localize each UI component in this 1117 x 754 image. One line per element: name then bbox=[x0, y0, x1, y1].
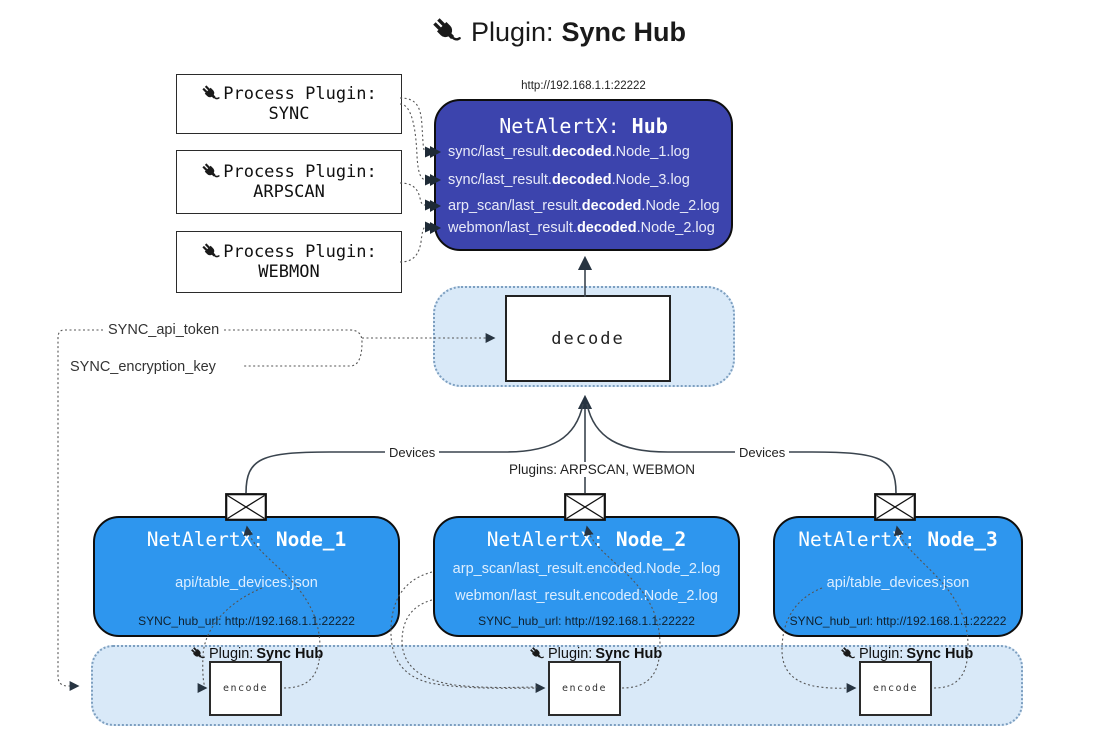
node-files: arp_scan/last_result.encoded.Node_2.log … bbox=[435, 551, 738, 614]
process-plugin-line: Process Plugin: bbox=[201, 84, 377, 104]
hub-url-label: http://192.168.1.1:22222 bbox=[521, 80, 646, 92]
node-file: webmon/last_result.encoded.Node_2.log bbox=[455, 588, 718, 604]
envelope-icon bbox=[564, 493, 606, 521]
arrow-icon bbox=[430, 146, 441, 158]
node-files: api/table_devices.json bbox=[95, 551, 398, 614]
node-file: arp_scan/last_result.encoded.Node_2.log bbox=[452, 561, 721, 577]
plug-icon bbox=[430, 16, 463, 48]
plug-icon bbox=[529, 646, 545, 662]
node-hub-url: SYNC_hub_url: http://192.168.1.1:22222 bbox=[138, 614, 355, 628]
plug-icon bbox=[201, 162, 221, 182]
envelope-icon bbox=[225, 493, 267, 521]
encode-box-3: encode bbox=[859, 661, 932, 716]
node-file: api/table_devices.json bbox=[175, 574, 318, 591]
node-title: NetAlertX: Node_1 bbox=[146, 528, 347, 551]
arrow-icon bbox=[430, 222, 441, 234]
process-plugin-line: Process Plugin: bbox=[201, 242, 377, 262]
process-plugin-name: SYNC bbox=[268, 104, 310, 124]
plug-icon bbox=[190, 646, 206, 662]
process-plugin-box-sync: Process Plugin: SYNC bbox=[176, 74, 402, 134]
plugin-label-prefix: Plugin: bbox=[859, 646, 904, 662]
process-plugin-box-webmon: Process Plugin: WEBMON bbox=[176, 231, 402, 293]
process-plugin-box-arpscan: Process Plugin: ARPSCAN bbox=[176, 150, 402, 214]
sync-api-token-label: SYNC_api_token bbox=[104, 322, 224, 338]
process-plugin-label: Process Plugin: bbox=[223, 84, 377, 104]
node-box-2: NetAlertX: Node_2 arp_scan/last_result.e… bbox=[433, 516, 740, 637]
hub-box: NetAlertX: Hub sync/last_result.decoded.… bbox=[430, 99, 733, 251]
node-files: api/table_devices.json bbox=[775, 551, 1021, 614]
plugin-sync-hub-label: Plugin: Sync Hub bbox=[840, 646, 973, 662]
plugin-label-prefix: Plugin: bbox=[209, 646, 254, 662]
encode-box-1: encode bbox=[209, 661, 282, 716]
node-title: NetAlertX: Node_2 bbox=[486, 528, 687, 551]
hub-title-prefix: NetAlertX: bbox=[499, 114, 632, 138]
hub-log-line: webmon/last_result.decoded.Node_2.log bbox=[430, 220, 715, 236]
node-title: NetAlertX: Node_3 bbox=[798, 528, 998, 551]
process-plugin-label: Process Plugin: bbox=[223, 242, 377, 262]
arrow-icon bbox=[430, 200, 441, 212]
hub-log-text: arp_scan/last_result.decoded.Node_2.log bbox=[448, 198, 720, 214]
process-plugin-label: Process Plugin: bbox=[223, 162, 377, 182]
hub-log-text: sync/last_result.decoded.Node_1.log bbox=[448, 144, 690, 160]
process-plugin-name: ARPSCAN bbox=[253, 182, 325, 202]
node-hub-url: SYNC_hub_url: http://192.168.1.1:22222 bbox=[789, 614, 1007, 628]
page-title-prefix: Plugin: bbox=[470, 16, 554, 47]
plugin-label-bold: Sync Hub bbox=[906, 646, 974, 662]
hub-log-text: webmon/last_result.decoded.Node_2.log bbox=[448, 220, 715, 236]
process-plugin-line: Process Plugin: bbox=[201, 162, 377, 182]
plugin-sync-hub-label: Plugin: Sync Hub bbox=[190, 646, 323, 662]
process-plugin-name: WEBMON bbox=[258, 262, 320, 282]
plug-icon bbox=[201, 84, 221, 104]
plugins-edge-label: Plugins: ARPSCAN, WEBMON bbox=[505, 462, 700, 477]
plug-icon bbox=[201, 242, 221, 262]
hub-log-text: sync/last_result.decoded.Node_3.log bbox=[448, 172, 690, 188]
envelope-icon bbox=[874, 493, 916, 521]
hub-title-bold: Hub bbox=[631, 114, 668, 138]
arrow-icon bbox=[430, 174, 441, 186]
page-title: Plugin: Sync Hub bbox=[0, 16, 1117, 48]
decode-box: decode bbox=[505, 295, 671, 382]
plugin-label-bold: Sync Hub bbox=[595, 646, 663, 662]
sync-encryption-key-label: SYNC_encryption_key bbox=[66, 359, 220, 375]
hub-log-line: arp_scan/last_result.decoded.Node_2.log bbox=[430, 198, 720, 214]
plugin-label-bold: Sync Hub bbox=[256, 646, 324, 662]
devices-label-right: Devices bbox=[735, 445, 790, 460]
hub-log-line: sync/last_result.decoded.Node_3.log bbox=[430, 172, 690, 188]
plug-icon bbox=[840, 646, 856, 662]
node-hub-url: SYNC_hub_url: http://192.168.1.1:22222 bbox=[478, 614, 695, 628]
hub-log-line: sync/last_result.decoded.Node_1.log bbox=[430, 144, 690, 160]
page-title-bold: Sync Hub bbox=[561, 16, 687, 47]
encode-box-2: encode bbox=[548, 661, 621, 716]
node-box-3: NetAlertX: Node_3 api/table_devices.json… bbox=[773, 516, 1023, 637]
node-file: api/table_devices.json bbox=[826, 574, 970, 591]
plugin-label-prefix: Plugin: bbox=[548, 646, 593, 662]
plugin-sync-hub-label: Plugin: Sync Hub bbox=[529, 646, 662, 662]
node-box-1: NetAlertX: Node_1 api/table_devices.json… bbox=[93, 516, 400, 637]
hub-title: NetAlertX: Hub bbox=[436, 114, 731, 138]
devices-label-left: Devices bbox=[385, 445, 440, 460]
